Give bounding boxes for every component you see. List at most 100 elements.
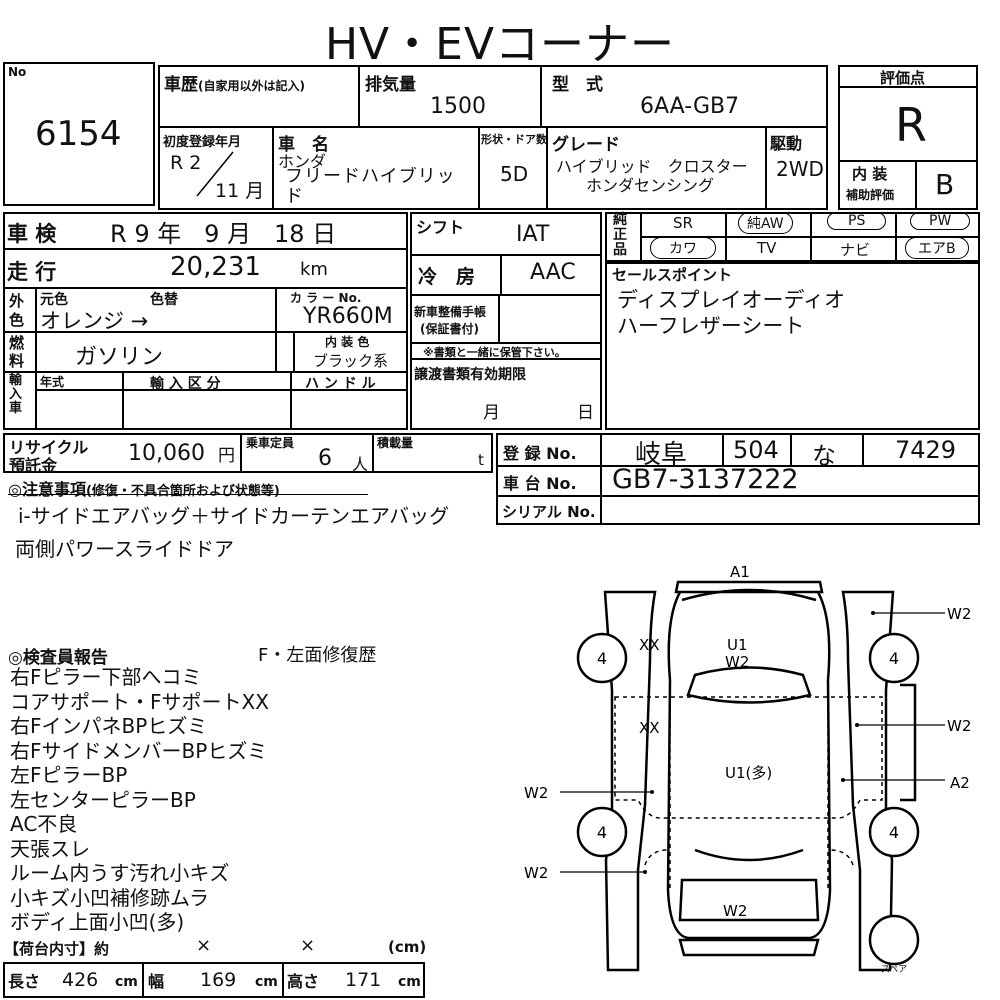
registration-class: 504 (733, 436, 779, 464)
model-value: 6AA-GB7 (640, 94, 740, 119)
mark-u1-roof: U1(多) (725, 764, 772, 782)
middle-block (410, 212, 602, 430)
inspector-line: コアサポート・FサポートXX (10, 689, 269, 714)
sales-point-label: セールスポイント (612, 266, 733, 284)
exterior-label: 外色 (9, 292, 25, 329)
recycle-block (3, 433, 493, 473)
car-damage-diagram: 4 4 4 4 スペア A1 U1 W2 XX XX U1(多) W2 W2 W… (524, 563, 971, 975)
import-label: 輸入車 (9, 373, 23, 416)
option-navi: ナビ (840, 241, 871, 259)
inspection-date: R 9 年 9 月 18 日 (110, 220, 337, 248)
interior-color-label: 内 装 色 (325, 335, 370, 349)
car-name: フリードハイブリッド (285, 167, 456, 207)
chassis-value: GB7-3137222 (612, 464, 799, 495)
option-tv: TV (757, 239, 777, 257)
interior-score-label-1: 内 装 (852, 165, 888, 183)
sales-point-block (605, 262, 980, 430)
page-title: HV・EVコーナー (324, 19, 676, 70)
recycle-label2: 預託金 (9, 456, 58, 475)
transfer-month: 月 (483, 403, 500, 423)
inspector-line: AC不良 (10, 812, 78, 836)
transfer-day: 日 (577, 403, 594, 423)
interior-score-label-2: 補助評価 (846, 188, 895, 202)
first-reg-era: R 2 (170, 152, 202, 174)
height-value: 171 (345, 969, 382, 991)
shift-label: シフト (416, 218, 465, 237)
import-year-label: 年式 (40, 375, 65, 389)
shift-value: IAT (516, 222, 550, 247)
tire-fl: 4 (597, 649, 607, 668)
history-label: 車歴(自家用以外は記入) (164, 75, 305, 95)
score-box (838, 65, 978, 210)
option-sr: SR (673, 214, 693, 232)
recycle-value: 10,060 (128, 441, 205, 466)
chassis-label: 車 台 No. (503, 474, 577, 493)
length-label: 長さ (8, 972, 41, 991)
score-label: 評価点 (880, 69, 926, 87)
mark-xx-roof: XX (639, 719, 660, 737)
lot-box: No 6154 (3, 62, 155, 206)
model-label: 型 式 (552, 75, 603, 95)
drive-value: 2WD (776, 157, 824, 181)
displacement-label: 排気量 (365, 75, 416, 95)
spare-label: スペア (881, 965, 907, 975)
doors-label: 形状・ドア数 (481, 133, 547, 146)
option-aw: 純AW (738, 212, 793, 234)
registration-region: 岐阜 (635, 440, 688, 470)
notes-header: ◎注意事項(修復・不具合箇所および状態等) (8, 480, 280, 499)
width-value: 169 (200, 969, 237, 991)
inspector-line: 右Fピラー下部へコミ (10, 665, 202, 689)
inspector-header-note: F・左面修復歴 (258, 645, 377, 666)
tire-fr: 4 (889, 649, 899, 668)
mark-a2: A2 (950, 774, 970, 792)
serial-label: シリアル No. (502, 503, 596, 521)
no-label: No (8, 65, 27, 79)
first-reg-month: 11 月 (215, 180, 265, 202)
option-leather: カワ (650, 237, 716, 259)
cargo-label: 【荷台内寸】約 (4, 940, 110, 958)
ac-value: AAC (530, 260, 576, 285)
left-block (3, 212, 408, 430)
inspector-line: 左センターピラーBP (10, 787, 196, 812)
date-slash (196, 151, 234, 197)
mark-a1: A1 (730, 563, 750, 581)
first-reg-label: 初度登録年月 (163, 135, 242, 150)
width-label: 幅 (148, 972, 165, 991)
inspector-line: ボディ上面小凹(多) (10, 910, 185, 934)
cargo-x1: × (196, 935, 212, 956)
capacity-unit: 人 (352, 455, 369, 474)
recycle-unit: 円 (218, 446, 235, 466)
mark-w2-ld: W2 (524, 784, 548, 802)
capacity-value: 6 (318, 446, 332, 471)
inspector-label: ◎検査員報告 (8, 648, 108, 668)
new-car-manual-label2: (保証書付) (420, 322, 479, 336)
notes-line1: i-サイドエアバッグ＋サイドカーテンエアバッグ (18, 504, 450, 528)
mileage-unit: km (300, 259, 328, 280)
car-maker: ホンダ (278, 152, 327, 171)
fuel-value: ガソリン (75, 345, 164, 370)
capacity-label: 乗車定員 (246, 436, 295, 450)
option-airbag: エアB (905, 237, 969, 259)
inspection-label: 車 検 (7, 222, 57, 246)
recycle-label: リサイクル (9, 438, 89, 457)
score-value: R (895, 98, 927, 152)
mark-w2-lr: W2 (524, 864, 548, 882)
import-type-label: 輸 入 区 分 (150, 376, 221, 392)
transfer-label: 譲渡書類有効期限 (414, 367, 526, 383)
height-unit: cm (398, 974, 421, 990)
car-name-label: 車 名 (278, 135, 329, 155)
mark-w2-rear: W2 (723, 902, 747, 920)
orig-color-label: 元色 (40, 292, 68, 308)
inspector-line: 天張スレ (10, 836, 90, 861)
new-car-manual-note: ※書類と一緒に保管下さい。 (423, 346, 566, 359)
displacement-value: 1500 (430, 94, 486, 119)
mark-xx-front: XX (639, 636, 660, 654)
mark-w2-rf: W2 (947, 605, 971, 623)
mark-w2-rd: W2 (947, 717, 971, 735)
color-code-label: カ ラ ー No. (290, 291, 362, 305)
inspector-line: 小キズ小凹補修跡ムラ (10, 885, 209, 910)
sales-point-line1: ディスプレイオーディオ (617, 288, 846, 312)
fuel-label: 燃料 (9, 334, 25, 370)
grade-label: グレード (552, 135, 620, 155)
interior-color-value: ブラック系 (313, 352, 389, 370)
